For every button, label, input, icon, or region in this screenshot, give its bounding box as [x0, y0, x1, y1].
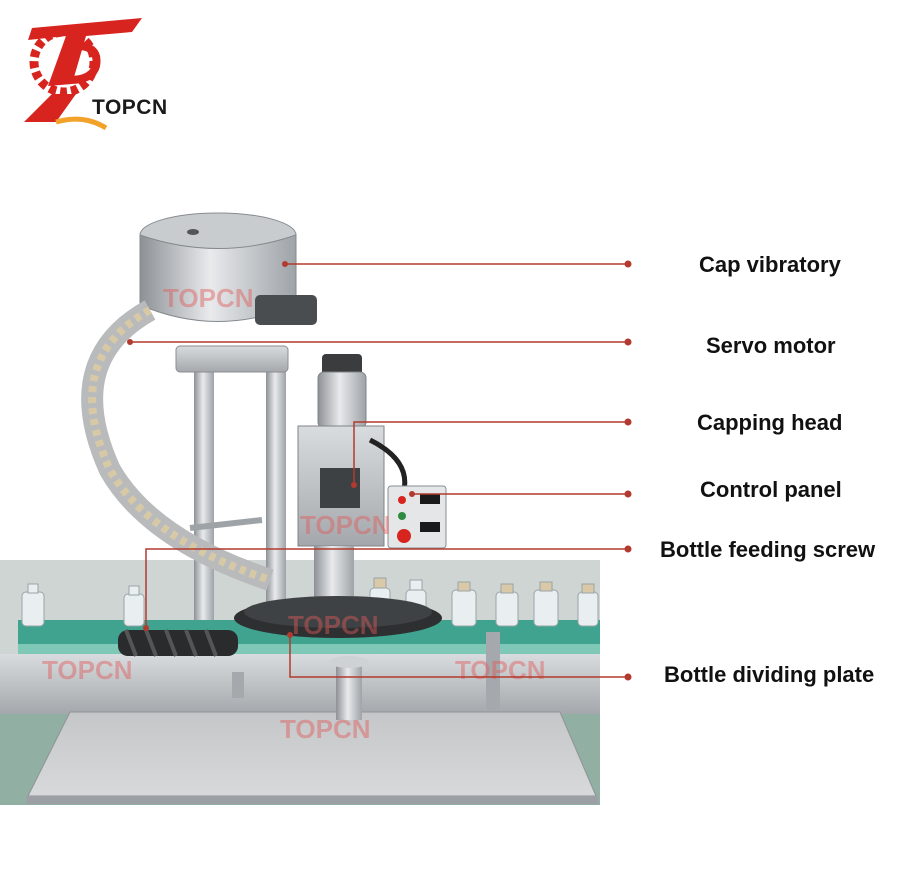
label-servo-motor: Servo motor	[706, 333, 836, 358]
watermark-1: TOPCN	[163, 283, 254, 313]
label-capping-head: Capping head	[697, 410, 843, 435]
watermark-5: TOPCN	[455, 655, 546, 685]
watermark-2: TOPCN	[300, 510, 391, 540]
label-bottle-dividing-plate: Bottle dividing plate	[664, 662, 875, 687]
logo-text: TOPCN	[92, 96, 168, 119]
watermark-4: TOPCN	[42, 655, 133, 685]
watermark-3: TOPCN	[288, 610, 379, 640]
watermark-6: TOPCN	[280, 714, 371, 744]
label-cap-vibratory: Cap vibratory	[699, 252, 841, 277]
label-control-panel: Control panel	[700, 477, 842, 502]
brand-logo: TOPCN	[14, 10, 167, 131]
label-bottle-feeding-screw: Bottle feeding screw	[660, 537, 876, 562]
logo-mark-icon	[24, 18, 142, 131]
